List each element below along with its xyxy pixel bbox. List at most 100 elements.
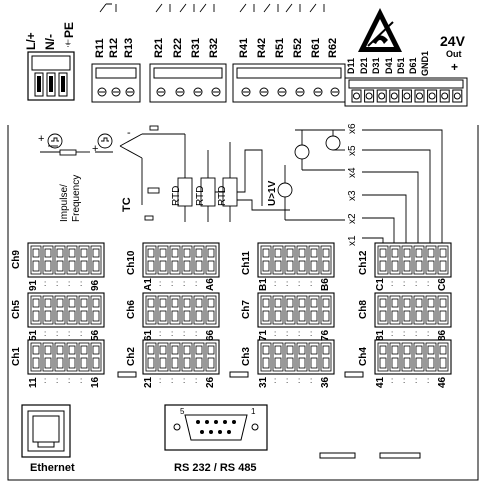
ground-icon: ⏚ [64,39,72,48]
relay-label-r61: R61 [310,37,322,58]
terminal-slot [181,295,193,325]
terminal-dots: : [183,376,186,385]
terminal-release [68,298,76,308]
terminal-release [403,345,411,355]
terminal-slot [377,342,389,372]
terminal-release [80,345,88,355]
relay-label-r51: R51 [274,37,286,58]
terminal-hole [183,357,191,369]
terminal-dots: : [171,279,174,288]
terminal-slot [413,342,425,372]
channel-label-ch2: Ch2 [126,347,137,366]
terminal-dots: : [159,376,162,385]
terminal-release [403,248,411,258]
terminal-release [322,248,330,258]
terminal-dots: : [427,329,430,338]
terminal-release [310,298,318,308]
terminal-release [159,298,167,308]
relay-block-c [232,63,346,103]
terminal-dots: : [274,329,277,338]
terminal-hole [322,357,330,369]
terminal-release [379,248,387,258]
channel-start-ch7: 71 [258,329,269,341]
terminal-slot [157,295,169,325]
channel-end-ch8: 86 [437,329,448,341]
terminal-dots: : [56,329,59,338]
terminal-dots: : [298,279,301,288]
terminal-block-ch10 [142,242,220,278]
terminal-release [80,298,88,308]
terminal-slot [54,342,66,372]
power-terminal-block [27,51,75,101]
terminal-slot [284,245,296,275]
terminal-release [262,345,270,355]
terminal-slot [205,245,217,275]
x-terminal-label-x3: x3 [347,190,358,201]
terminal-release [415,298,423,308]
terminal-release [147,298,155,308]
terminal-hole [310,260,318,272]
terminal-hole [322,260,330,272]
board-outline [7,125,479,481]
terminal-hole [80,357,88,369]
serial-pin-5: 5 [180,407,185,416]
ethernet-label: Ethernet [30,462,75,474]
terminal-release [44,248,52,258]
channel-start-ch6: 61 [143,329,154,341]
terminal-release [415,345,423,355]
terminal-release [439,345,447,355]
terminal-release [68,248,76,258]
terminal-hole [379,310,387,322]
digital-pin-screw [416,92,423,100]
terminal-dots: : [310,376,313,385]
terminal-hole [80,310,88,322]
terminal-block-ch4 [374,339,452,375]
terminal-release [56,298,64,308]
relay-block-b [149,63,227,103]
channel-end-ch11: B6 [320,278,331,291]
terminal-hole [171,310,179,322]
terminal-slot [389,342,401,372]
terminal-slot [320,245,332,275]
terminal-hole [32,357,40,369]
esd-warning-icon [358,8,402,52]
terminal-hole [68,357,76,369]
terminal-slot [401,342,413,372]
x-terminal-label-x1: x1 [347,235,358,246]
terminal-hole [92,310,100,322]
terminal-hole [298,310,306,322]
channel-start-ch4: 41 [375,376,386,388]
terminal-release [92,345,100,355]
terminal-slot [54,245,66,275]
terminal-hole [44,260,52,272]
terminal-release [159,345,167,355]
sensor-plus-1: + [38,133,45,145]
terminal-hole [32,260,40,272]
digital-pin-screw [403,92,411,100]
terminal-release [439,298,447,308]
terminal-slot [296,245,308,275]
terminal-slot [90,245,102,275]
terminal-slot [308,295,320,325]
terminal-slot [296,342,308,372]
channel-end-ch9: 96 [90,279,101,291]
terminal-hole [298,260,306,272]
terminal-release [274,248,282,258]
terminal-hole [286,310,294,322]
terminal-hole [379,260,387,272]
terminal-slot [377,295,389,325]
digital-label-d41: D41 [384,57,394,74]
terminal-hole [391,357,399,369]
terminal-slot [272,245,284,275]
digital-label-d61: D61 [408,57,418,74]
terminal-release [391,345,399,355]
terminal-release [44,345,52,355]
terminal-hole [415,310,423,322]
terminal-dots: : [310,329,313,338]
terminal-slot [413,245,425,275]
terminal-release [207,248,215,258]
channel-label-ch11: Ch11 [241,251,252,275]
terminal-dots: : [195,329,198,338]
terminal-release [274,298,282,308]
x-terminal-label-x6: x6 [347,123,358,134]
